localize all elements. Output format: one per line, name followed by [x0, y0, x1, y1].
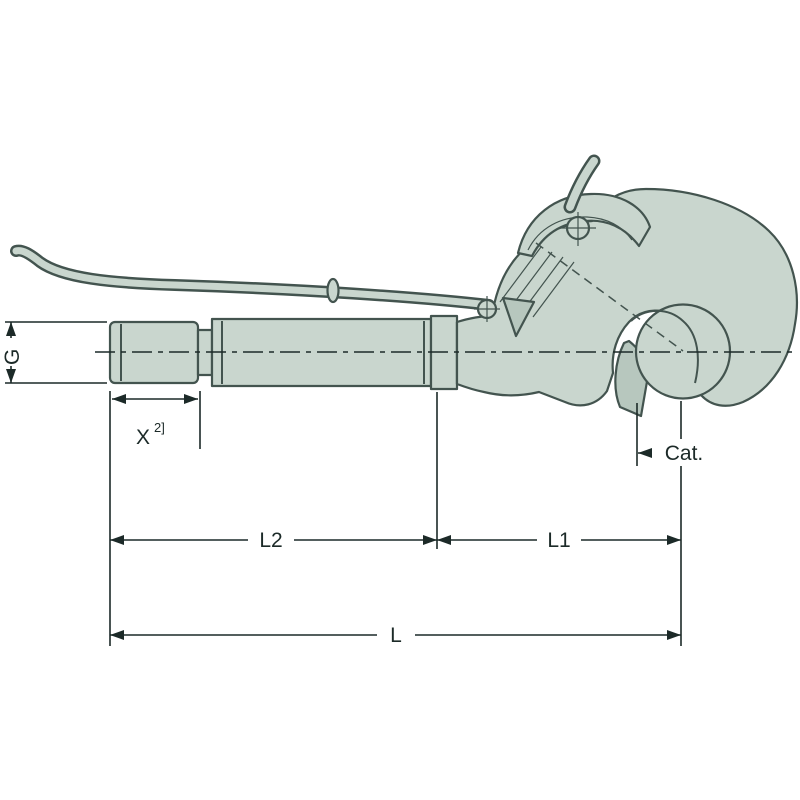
diagonal-centerline [535, 242, 684, 352]
l2-arrow-right [423, 535, 437, 545]
hook-mouth-edge [630, 309, 699, 384]
rod-collar [326, 277, 340, 304]
cat-label: Cat. [665, 442, 704, 465]
l2-label: L2 [259, 529, 282, 552]
x-arrow-left [112, 394, 126, 404]
dimension-l1: L1 [437, 526, 681, 553]
dimension-cat: Cat. [636, 401, 715, 646]
g-label: G [1, 349, 24, 365]
clamp [516, 154, 652, 258]
serration-line [499, 246, 542, 303]
l1-label-mask [537, 526, 581, 553]
g-label-mask [2, 338, 21, 366]
l-arrow-left [110, 630, 124, 640]
dimension-l: L [110, 621, 681, 648]
l1-label: L1 [547, 529, 570, 552]
rod [12, 247, 493, 309]
adjustment-rod [10, 244, 500, 322]
l2-label-mask [248, 526, 294, 553]
g-arrow-up [6, 322, 16, 336]
g-arrow-down [6, 369, 16, 383]
x-arrow-right [184, 394, 198, 404]
x-superscript: 2] [154, 420, 165, 435]
dimension-l2: L2 [110, 392, 438, 553]
lock-lever [566, 157, 598, 211]
dimension-x: X 2] [109, 391, 201, 646]
l2-arrow-left [110, 535, 124, 545]
pawl-wedge [501, 296, 536, 338]
l-arrow-right [667, 630, 681, 640]
cat-label-mask [652, 439, 715, 466]
x-label: X [136, 426, 150, 449]
l-label: L [390, 624, 402, 647]
dimension-g: G [1, 321, 107, 384]
l1-arrow-left [437, 535, 451, 545]
serration-line [532, 261, 575, 318]
clamp-saddle [516, 192, 652, 258]
cat-arrow-left [638, 448, 652, 458]
l1-arrow-right [667, 535, 681, 545]
serration-line [510, 251, 553, 308]
l-label-mask [377, 621, 415, 648]
clamp-inner-arc [527, 216, 633, 251]
